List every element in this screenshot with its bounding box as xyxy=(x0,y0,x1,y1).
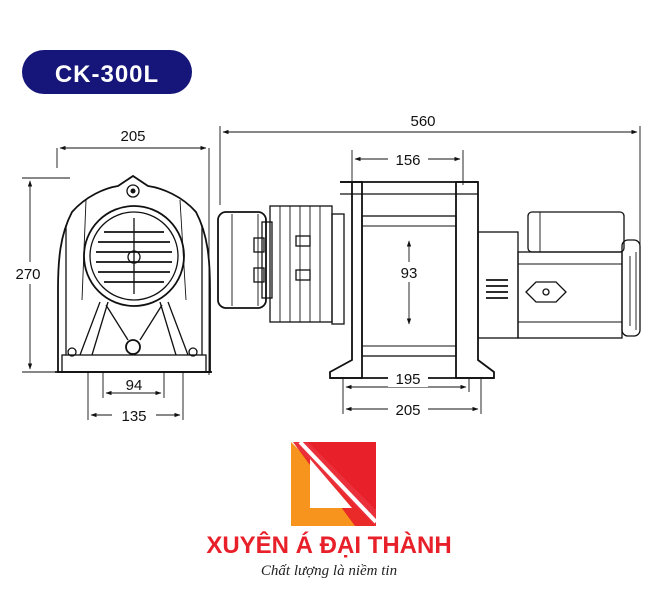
side-drum-top-label: 156 xyxy=(395,152,420,169)
nameplate xyxy=(525,281,567,303)
model-badge-bg xyxy=(22,50,192,94)
front-housing xyxy=(57,174,211,373)
drum xyxy=(361,215,457,357)
fan-grille xyxy=(96,218,172,294)
bolt-icon xyxy=(67,347,77,357)
model-code: CK-300L xyxy=(55,61,159,88)
motor xyxy=(217,205,345,325)
front-view: 205 270 xyxy=(3,128,212,425)
brand-logo-icon xyxy=(291,440,378,526)
brand-slogan: Chất lượng là niềm tin xyxy=(261,563,397,579)
frame-left xyxy=(329,181,363,379)
gearbox xyxy=(477,211,641,339)
rope-outlet xyxy=(125,339,141,355)
brake-box xyxy=(527,211,625,253)
lifting-eye-icon xyxy=(126,184,140,198)
side-length-label: 560 xyxy=(410,113,435,130)
front-height-label: 270 xyxy=(15,266,40,283)
front-base-inner-label: 94 xyxy=(126,377,143,394)
front-base-outer-label: 135 xyxy=(121,408,146,425)
brand-name: XUYÊN Á ĐẠI THÀNH xyxy=(206,531,451,559)
bolt-icon xyxy=(188,347,198,357)
model-badge: CK-300L xyxy=(22,50,192,94)
side-base-inner-label: 195 xyxy=(395,371,420,388)
side-base-outer-label: 205 xyxy=(395,402,420,419)
side-drum-diameter-label: 93 xyxy=(401,265,418,282)
front-width-label: 205 xyxy=(120,128,145,145)
frame-right xyxy=(455,181,495,379)
side-view: 560 156 xyxy=(217,113,641,419)
